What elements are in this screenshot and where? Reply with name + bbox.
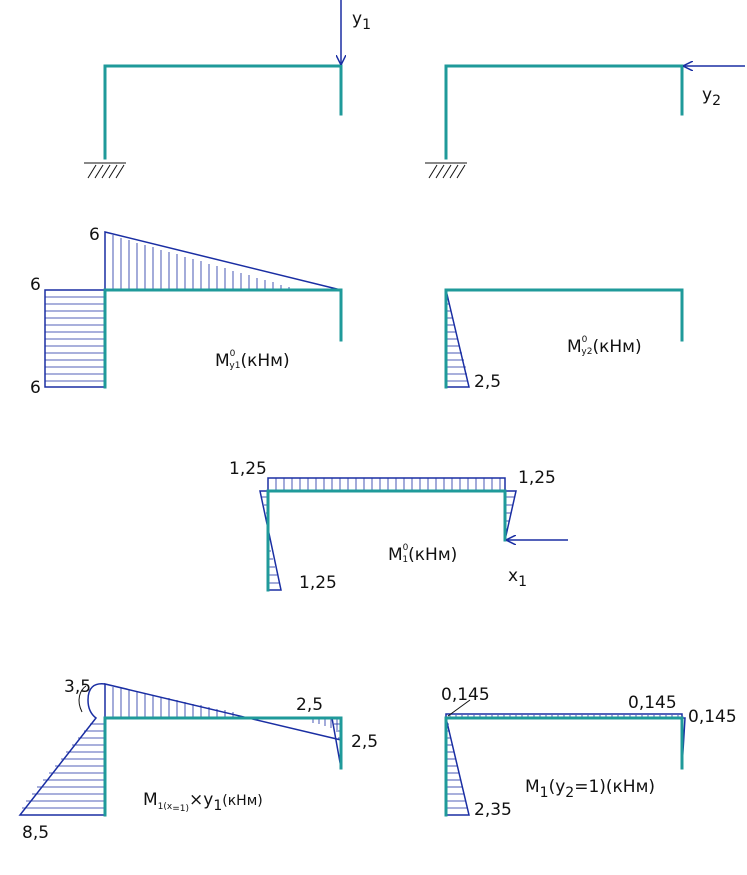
value-label-top-left: 1,25 bbox=[229, 459, 267, 479]
value-label-top-right: 1,25 bbox=[518, 468, 556, 488]
value-label-bottom: 8,5 bbox=[22, 823, 49, 843]
value-label-bottom: 2,5 bbox=[474, 372, 501, 392]
hatch-left-column bbox=[22, 723, 105, 809]
value-label-top: 6 bbox=[89, 225, 100, 245]
diagram-title-m1y2: M1(y2=1)(кНм) bbox=[525, 777, 655, 801]
value-label-top: 3,5 bbox=[64, 677, 91, 697]
value-label-bottom: 2,35 bbox=[474, 800, 512, 820]
value-label-right: 0,145 bbox=[688, 707, 737, 727]
fixed-support-icon bbox=[425, 162, 467, 179]
load-label-y1: y1 bbox=[352, 9, 371, 33]
load-label-y2: y2 bbox=[702, 85, 721, 109]
diagram-title-m1x-y1: M1(x=1)×y1(кНм) bbox=[143, 790, 263, 814]
hatch-column-rect bbox=[45, 296, 105, 382]
hatch-beam-upper bbox=[112, 687, 234, 718]
value-label-right: 2,5 bbox=[351, 732, 378, 752]
fixed-support-icon bbox=[84, 162, 126, 179]
frame-y2: y2 bbox=[425, 66, 745, 179]
value-label-right-top: 2,5 bbox=[296, 695, 323, 715]
moment-diagram-m1x-y1: 3,5 8,5 2,5 2,5 M1(x=1)×y1(кНм) bbox=[18, 677, 378, 843]
moment-diagram-m1y2: 0,145 0,145 0,145 2,35 M1(y2=1)(кНм) bbox=[441, 685, 737, 820]
hatch-beam-rect bbox=[275, 478, 501, 491]
load-label-x1: x1 bbox=[508, 566, 527, 590]
value-label-mid-top: 0,145 bbox=[628, 693, 677, 713]
value-label-left: 6 bbox=[30, 275, 41, 295]
value-label-left-top: 0,145 bbox=[441, 685, 490, 705]
value-label-bottom: 1,25 bbox=[299, 573, 337, 593]
frame-y1: y1 bbox=[84, 0, 371, 179]
hatch-beam-triangle bbox=[112, 235, 290, 290]
value-label-bottom: 6 bbox=[30, 378, 41, 398]
